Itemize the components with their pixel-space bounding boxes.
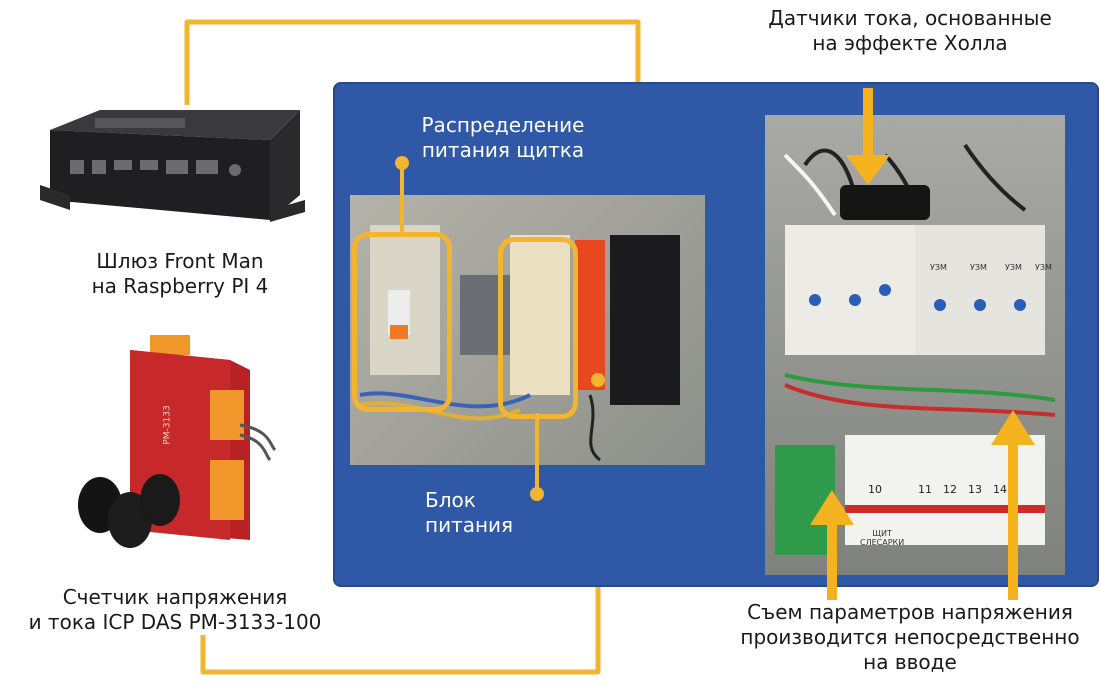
hall-sensors-label-line1: Датчики тока, основанные xyxy=(768,6,1052,30)
panel-caption: ЩИТ СЛЕСАРКИ xyxy=(860,529,905,548)
voltage-reading-label-line1: Съем параметров напряжения xyxy=(747,600,1073,624)
meter-wire-dot xyxy=(591,373,605,387)
meter-label: Счетчик напряжения и тока ICP DAS PM-313… xyxy=(15,585,335,635)
hall-sensors-label-line2: на эффекте Холла xyxy=(812,31,1008,55)
panel-caption-line2: СЛЕСАРКИ xyxy=(860,537,905,547)
panel-number-14: 14 xyxy=(993,483,1007,496)
panel-number-10: 10 xyxy=(868,483,882,496)
hall-sensors-label: Датчики тока, основанные на эффекте Холл… xyxy=(745,6,1075,56)
meter-device: PM-3133 xyxy=(70,330,280,570)
distribution-label: Распределение питания щитка xyxy=(408,113,598,163)
uzm-label-4: УЗМ xyxy=(1035,263,1052,272)
gateway-label-line1: Шлюз Front Man xyxy=(96,249,264,273)
gateway-device xyxy=(40,100,310,230)
power-block-callout-dot xyxy=(530,487,544,501)
panel-number-12: 12 xyxy=(943,483,957,496)
gateway-label: Шлюз Front Man на Raspberry PI 4 xyxy=(50,249,310,299)
uzm-label-2: УЗМ xyxy=(970,263,987,272)
power-block-label: Блок питания xyxy=(425,488,525,538)
gateway-label-line2: на Raspberry PI 4 xyxy=(91,274,269,298)
voltage-reading-label-line2: производится непосредственно xyxy=(740,625,1080,649)
uzm-label-3: УЗМ xyxy=(1005,263,1022,272)
distribution-label-line1: Распределение xyxy=(421,113,585,137)
distribution-callout-dot xyxy=(395,156,409,170)
meter-label-line2: и тока ICP DAS PM-3133-100 xyxy=(28,610,322,634)
voltage-reading-label: Съем параметров напряжения производится … xyxy=(720,600,1100,675)
panel-number-11: 11 xyxy=(918,483,932,496)
power-block-label-line2: питания xyxy=(425,513,514,537)
voltage-reading-label-line3: на вводе xyxy=(863,650,957,674)
distribution-label-line2: питания щитка xyxy=(421,138,585,162)
voltage-arrow-right xyxy=(991,410,1035,600)
power-block-label-line1: Блок xyxy=(425,488,476,512)
meter-label-line1: Счетчик напряжения xyxy=(62,585,288,609)
panel-caption-line1: ЩИТ xyxy=(872,529,892,538)
distribution-highlight-frame xyxy=(352,232,452,412)
panel-number-13: 13 xyxy=(968,483,982,496)
voltage-arrow-left xyxy=(810,490,854,600)
hall-sensor-arrow xyxy=(846,88,890,185)
uzm-label-1: УЗМ xyxy=(930,263,947,272)
